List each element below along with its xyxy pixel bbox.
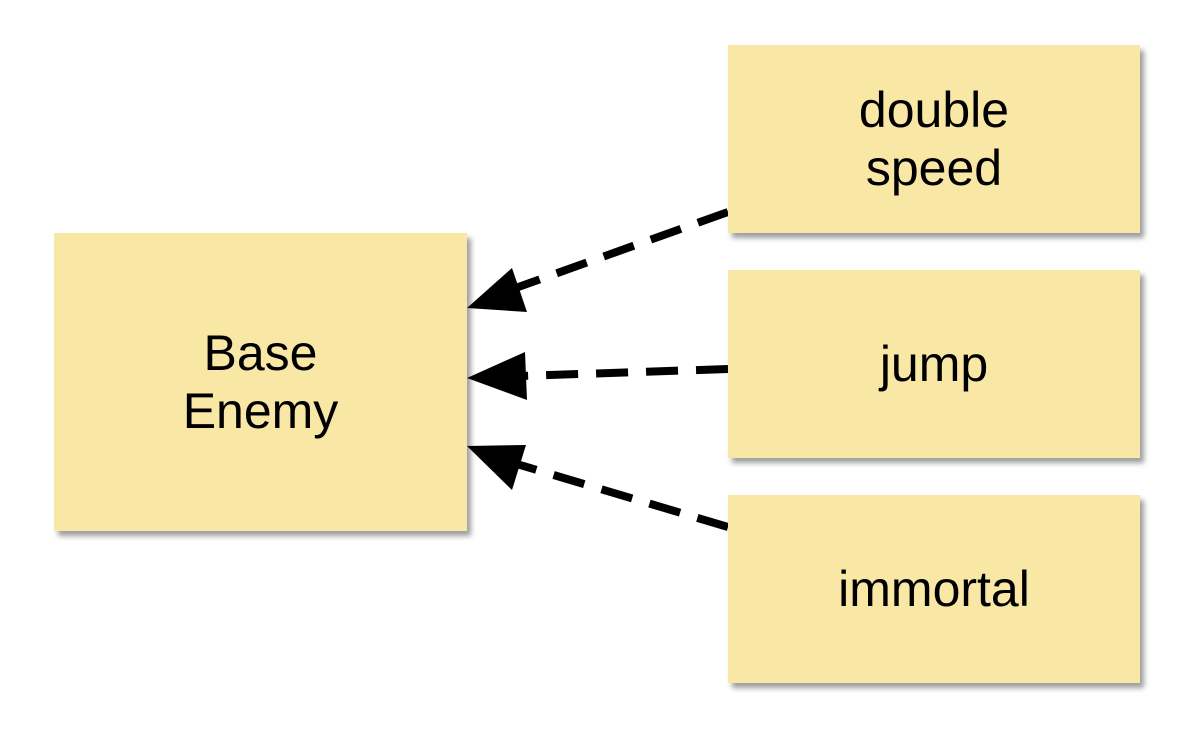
node-immortal: immortal bbox=[728, 495, 1140, 683]
edge-jump-to-base bbox=[467, 352, 729, 400]
edge-double-speed-to-base bbox=[467, 208, 730, 312]
node-double-speed: double speed bbox=[728, 45, 1140, 233]
node-label: double speed bbox=[858, 82, 1010, 196]
node-label: immortal bbox=[838, 561, 1030, 617]
node-label: jump bbox=[879, 336, 989, 392]
arrowhead bbox=[467, 445, 526, 490]
node-jump: jump bbox=[728, 270, 1140, 458]
node-label: Base Enemy bbox=[182, 325, 339, 439]
edge-immortal-to-base bbox=[467, 445, 730, 531]
arrowhead bbox=[467, 352, 527, 400]
arrowhead bbox=[467, 268, 527, 312]
node-base-enemy: Base Enemy bbox=[54, 233, 467, 531]
